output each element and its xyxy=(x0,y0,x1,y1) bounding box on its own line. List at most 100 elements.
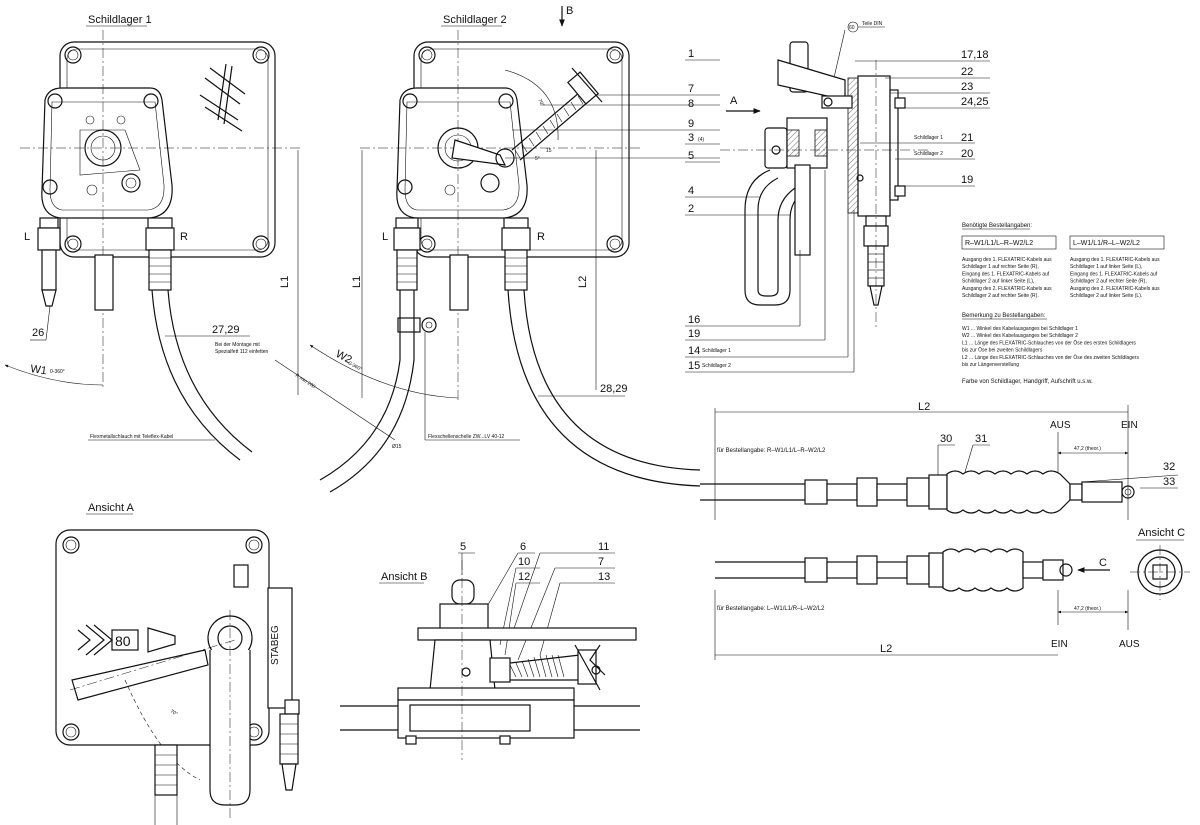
part-24-25: 24,25 xyxy=(961,96,989,108)
part-20: 20 xyxy=(961,148,973,160)
view-b-title: Ansicht B xyxy=(381,571,427,583)
view-b-part-10: 10 xyxy=(518,556,530,568)
hose-note: Flexmetallschlauch mit Teleflex-Kabel xyxy=(90,434,173,440)
arrow-c-label: C xyxy=(1099,557,1107,569)
cable-assembly-top: L2 AUS EIN 47,2 (theor.) für Bestellanga… xyxy=(700,401,1179,520)
part-28-29: 28,29 xyxy=(600,383,628,395)
ein-bottom: EIN xyxy=(1051,639,1068,650)
part-33: 33 xyxy=(1163,476,1175,488)
view-c-title: Ansicht C xyxy=(1138,527,1185,539)
dim-l1-b: L1 xyxy=(351,276,363,288)
legend-line: bis zur Öse bei zweiten Schildlagers xyxy=(962,347,1043,354)
view-b-part-12: 12 xyxy=(518,571,530,583)
cable-assembly-bottom: C für Bestellangabe: L–W1/L1/R–L–W2/L2 4… xyxy=(714,548,1140,660)
ein-top: EIN xyxy=(1121,420,1138,431)
part-31: 31 xyxy=(975,433,987,445)
section-b-mark: B xyxy=(566,5,573,17)
clamp-note: Flexschellenschelle ZW...LV 40-12 xyxy=(428,434,505,440)
view-b-part-11: 11 xyxy=(598,541,609,553)
view-a-dim-70: 70° xyxy=(169,709,179,718)
view-b: Ansicht B 5 6 10 12 11 7 13 xyxy=(340,541,640,760)
legend-line: L1 ... Länge des FLEXATRIC-Schlauches vo… xyxy=(962,339,1136,346)
order-right-line: Schildlager 1 auf linker Seite (L), xyxy=(1070,264,1142,270)
part-21: 21 xyxy=(961,132,973,144)
part-23: 23 xyxy=(961,81,973,93)
shield1-side-r: R xyxy=(180,231,188,243)
part-9: 9 xyxy=(688,118,694,130)
part-30: 30 xyxy=(940,433,952,445)
order-code-right: L–W1/L1/R–L–W2/L2 xyxy=(1073,240,1140,247)
mount-note-1: Bei der Montage mit xyxy=(215,342,260,348)
aus-bottom: AUS xyxy=(1119,639,1140,650)
angle-70: 70° xyxy=(536,98,545,108)
dim-15: 15 xyxy=(546,148,552,154)
dim-w1-angle: 0-360° xyxy=(50,369,65,375)
order-bottom: für Bestellangabe: L–W1/L1/R–L–W2/L2 xyxy=(717,606,825,612)
order-heading: Benötigte Bestellangaben: xyxy=(962,223,1032,229)
dim-l2-a: L2 xyxy=(577,276,589,288)
shield2-view: Schildlager 2 B 70° 5° xyxy=(274,5,720,493)
order-top: für Bestellangabe: R–W1/L1/L–R–W2/L2 xyxy=(717,448,826,454)
opt-marker: (4) xyxy=(698,137,704,143)
part-14: 14 xyxy=(688,345,700,357)
part-32: 32 xyxy=(1163,461,1175,473)
brand-stabeg: STABEG xyxy=(270,625,281,665)
part-20-suffix: Schildlager 2 xyxy=(914,151,943,157)
view-b-part-7: 7 xyxy=(598,556,604,568)
part-19-left: 19 xyxy=(688,328,700,340)
section-view: 1 7 8 9 3 (4) 5 4 2 A 60 Teile DIN xyxy=(685,21,990,373)
shield1-view: Schildlager 1 xyxy=(4,14,300,461)
dim-dia15: Ø15 xyxy=(392,444,402,450)
part-2: 2 xyxy=(688,203,694,215)
part-26: 26 xyxy=(32,327,44,339)
color-line: Farbe von Schildlager, Handgriff, Aufsch… xyxy=(962,379,1093,385)
dim-l1: L1 xyxy=(279,276,291,288)
l2-bottom: L2 xyxy=(880,643,892,655)
legend-heading: Bemerkung zu Bestellangaben: xyxy=(962,313,1046,319)
part-3: 3 xyxy=(688,132,694,144)
view-a-title: Ansicht A xyxy=(88,502,135,514)
legend-line: W2 ... Winkel des Kabelausganges bei Sch… xyxy=(962,333,1078,339)
mount-note-2: Spezialfett 112 einfetten xyxy=(215,349,268,355)
order-right-line: Schildlager 2 auf rechter Seite (R), xyxy=(1070,279,1147,285)
order-left-lines: Ausgang des 1. FLEXATRIC-Kabels ausSchil… xyxy=(962,257,1052,299)
part-4: 4 xyxy=(688,185,694,197)
weld-num: 60 xyxy=(849,25,855,31)
legend-line: bis zur Längenverstellung xyxy=(962,362,1019,368)
view-b-part-6: 6 xyxy=(520,541,526,553)
part-22: 22 xyxy=(961,66,973,78)
part-17-18: 17,18 xyxy=(961,49,989,61)
shield2-side-r: R xyxy=(537,231,545,243)
order-left-line: Schildlager 1 auf rechter Seite (R), xyxy=(962,264,1039,270)
aus-top: AUS xyxy=(1050,420,1071,431)
angle-5: 5° xyxy=(535,156,540,162)
view-b-part-5: 5 xyxy=(460,541,466,553)
shield1-side-l: L xyxy=(24,231,30,243)
order-right-line: Schildlager 2 auf linker Seite (L). xyxy=(1070,293,1142,299)
arrow-a-label: A xyxy=(730,95,738,107)
part-15: 15 xyxy=(688,360,700,372)
part-8: 8 xyxy=(688,98,694,110)
order-right-line: Eingang des 1. FLEXATRIC-Kabels auf xyxy=(1070,271,1158,277)
dim-w1: W1 xyxy=(30,363,48,377)
l2-top: L2 xyxy=(918,401,930,413)
stroke-bottom: 47,2 (theor.) xyxy=(1074,606,1101,612)
shield1-title: Schildlager 1 xyxy=(88,14,152,26)
part-21-suffix: Schildlager 1 xyxy=(914,135,943,141)
order-left-line: Eingang des 1. FLEXATRIC-Kabels auf xyxy=(962,271,1050,277)
view-c: Ansicht C xyxy=(1130,527,1190,600)
part-16: 16 xyxy=(688,314,700,326)
shield2-side-l: L xyxy=(382,231,388,243)
part-27-29: 27,29 xyxy=(212,324,240,336)
legend-line: W1 ... Winkel des Kabelausganges bei Sch… xyxy=(962,326,1078,332)
order-left-line: Schildlager 2 auf linker Seite (L), xyxy=(962,279,1034,285)
order-code-left: R–W1/L1/L–R–W2/L2 xyxy=(965,240,1033,247)
part-1: 1 xyxy=(688,48,694,60)
order-left-line: Ausgang des 2. FLEXATRIC-Kabels aus xyxy=(962,286,1052,292)
part-19-right: 19 xyxy=(961,174,973,186)
dim-radius: R min 200 xyxy=(294,373,317,391)
stroke-top: 47,2 (theor.) xyxy=(1074,446,1101,452)
weld-note: Teile DIN xyxy=(862,21,883,27)
view-a: Ansicht A 80 70° STABEG xyxy=(55,502,300,825)
